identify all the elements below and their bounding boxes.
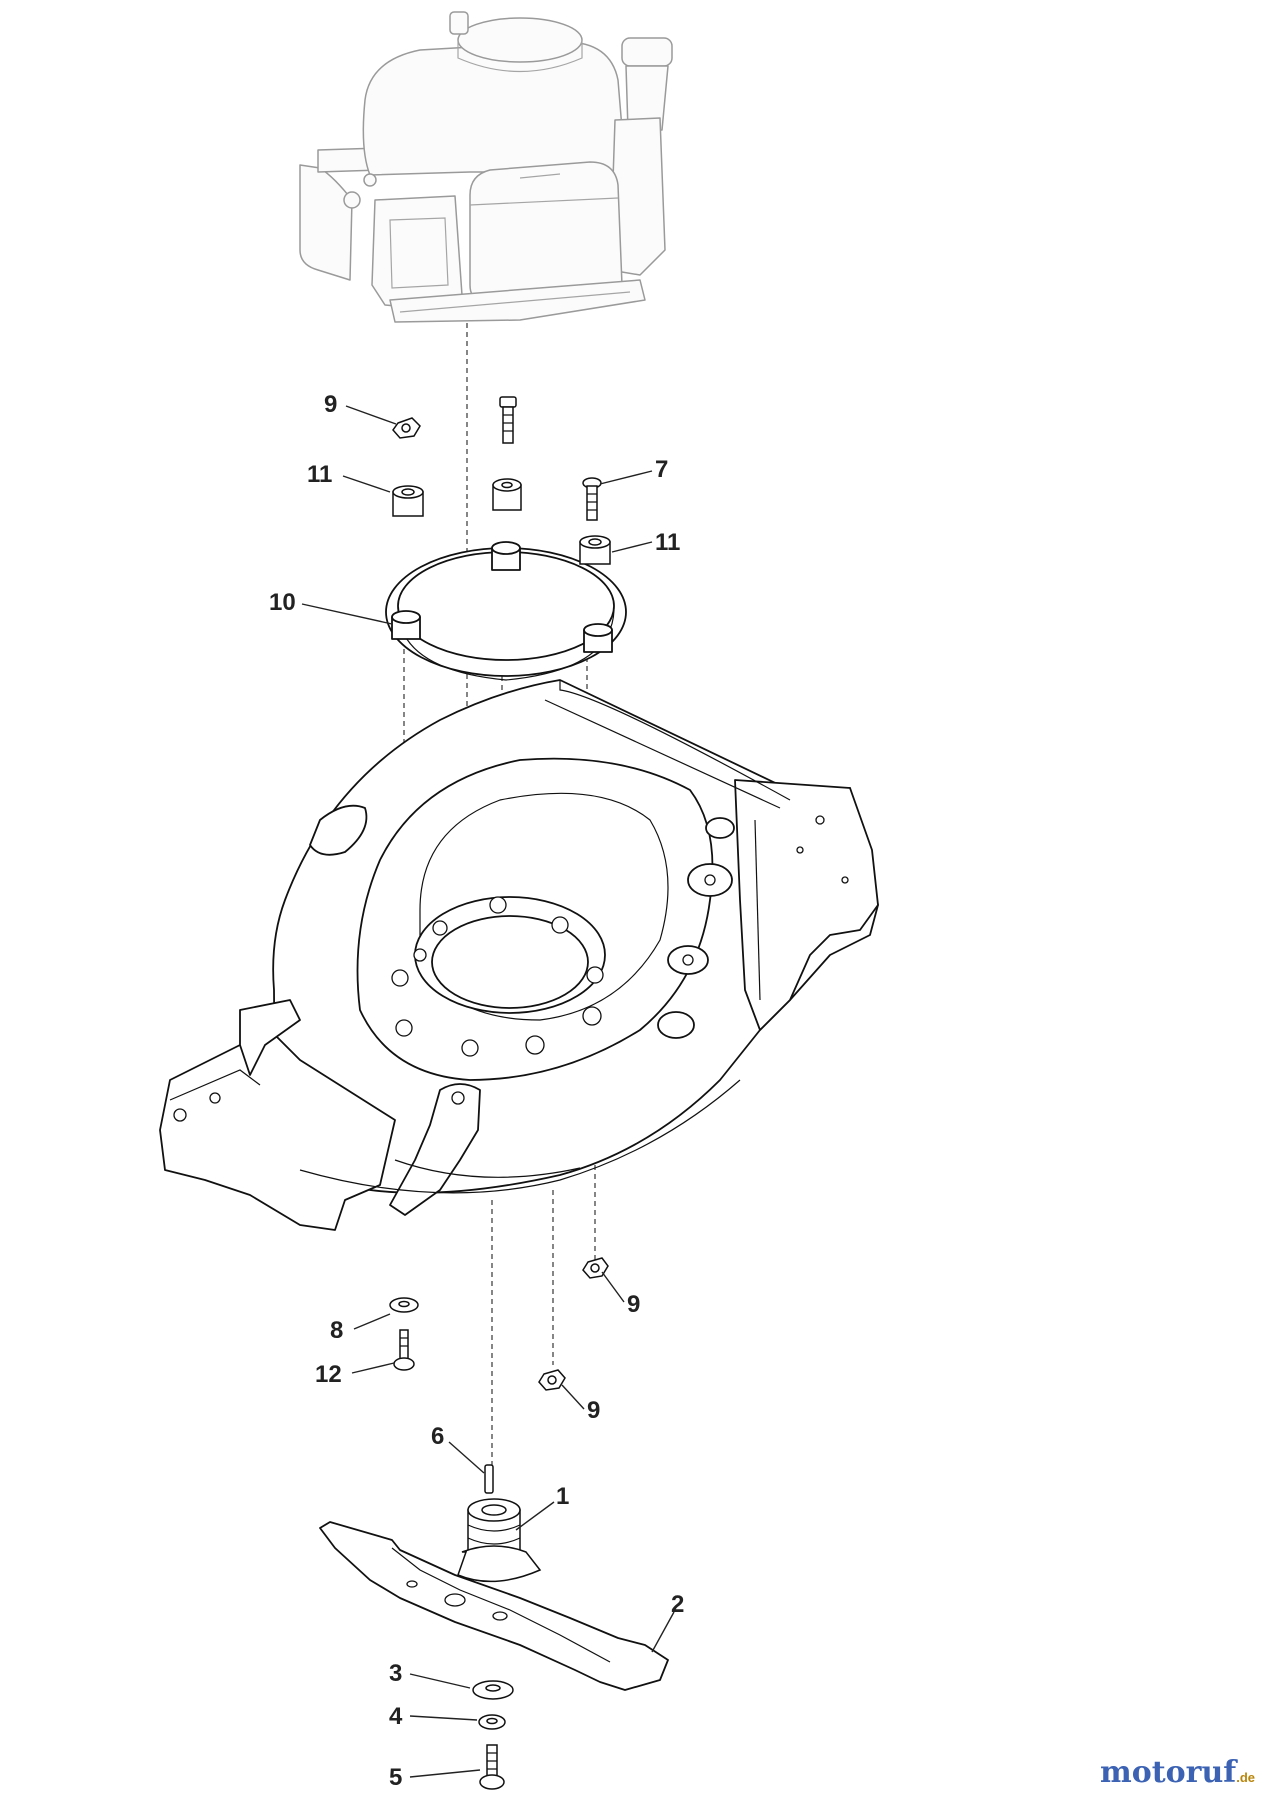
callout-11-left: 11 xyxy=(307,461,332,488)
key-6 xyxy=(484,1464,494,1494)
washer-3 xyxy=(472,1680,514,1700)
callouts: 9 11 7 11 10 9 8 12 9 6 1 2 3 4 5 xyxy=(269,391,684,1791)
hardware xyxy=(319,396,669,1790)
engine xyxy=(299,11,673,323)
spacer-centre xyxy=(492,478,522,511)
callout-2: 2 xyxy=(671,1591,684,1618)
nut-9-top xyxy=(392,417,421,439)
callout-4: 4 xyxy=(389,1703,403,1730)
washer-8 xyxy=(389,1297,419,1313)
bolt-5 xyxy=(479,1744,505,1790)
leader-lines xyxy=(301,405,675,1778)
callout-3: 3 xyxy=(389,1660,402,1687)
nut-9-right xyxy=(582,1257,609,1279)
callout-6: 6 xyxy=(431,1423,444,1450)
bolt-top xyxy=(499,396,517,444)
callout-9-deck: 9 xyxy=(627,1291,640,1318)
mounting-ring xyxy=(385,541,627,681)
blade-2 xyxy=(319,1521,669,1691)
mower-deck xyxy=(159,679,879,1231)
callout-1: 1 xyxy=(556,1483,569,1510)
callout-5: 5 xyxy=(389,1764,402,1791)
blade-adapter-1 xyxy=(457,1498,542,1583)
callout-7: 7 xyxy=(655,456,668,483)
callout-8: 8 xyxy=(330,1317,343,1344)
bolt-7 xyxy=(582,477,602,521)
watermark-logo: motoruf.de xyxy=(1100,1755,1255,1790)
spacer-11-right xyxy=(579,535,611,565)
callout-12: 12 xyxy=(315,1361,342,1388)
washer-4 xyxy=(478,1714,506,1730)
bolt-12 xyxy=(393,1329,415,1371)
callout-10: 10 xyxy=(269,589,296,616)
nut-9-centre xyxy=(538,1369,566,1391)
callout-11-right: 11 xyxy=(655,529,680,556)
callout-9-top: 9 xyxy=(324,391,337,418)
callout-9-centre: 9 xyxy=(587,1397,600,1424)
spacer-11-left xyxy=(392,485,424,517)
